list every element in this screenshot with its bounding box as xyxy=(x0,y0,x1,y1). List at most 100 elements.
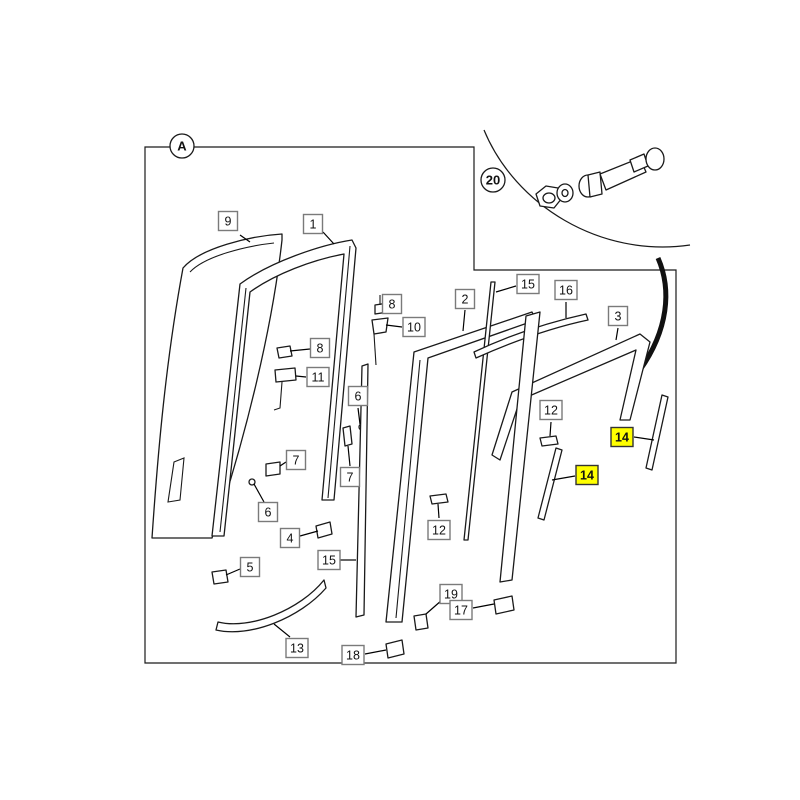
part-clip-7a xyxy=(265,461,281,477)
callout-box xyxy=(302,213,324,235)
callout-box xyxy=(317,549,341,571)
view-label-a: A xyxy=(169,133,195,159)
callout-12: 12 xyxy=(427,503,451,541)
callout-13: 13 xyxy=(273,623,309,659)
leader-line xyxy=(299,530,319,537)
part-seal-15b xyxy=(463,281,496,541)
callout-2: 2 xyxy=(454,288,476,332)
callout-17: 17 xyxy=(449,599,495,621)
callout-box xyxy=(347,385,369,407)
callout-1: 1 xyxy=(302,213,335,245)
callout-box xyxy=(402,316,426,338)
part-5 xyxy=(211,569,229,585)
callout-number: 13 xyxy=(290,642,304,656)
callout-box xyxy=(279,527,301,549)
callout-number: 8 xyxy=(389,298,396,312)
leader-line xyxy=(273,623,291,638)
callout-box xyxy=(306,366,330,388)
callout-box xyxy=(339,466,361,488)
callout-4: 4 xyxy=(279,527,319,549)
leader-line xyxy=(279,461,287,467)
callout-number: 4 xyxy=(287,532,294,546)
callout-box xyxy=(427,519,451,541)
part-rod-11 xyxy=(273,367,297,411)
part-bracket-17 xyxy=(493,595,515,615)
leader-line xyxy=(364,649,387,655)
leader-line xyxy=(289,348,311,352)
callout-15: 15 xyxy=(495,273,540,295)
callout-box xyxy=(539,399,563,421)
part-handle-12b xyxy=(429,493,449,505)
callout-6: 6 xyxy=(253,483,279,523)
callout-box xyxy=(309,337,331,359)
callout-8: 8 xyxy=(381,293,403,315)
part-seal-13 xyxy=(215,579,327,633)
detail-view-20: 20 xyxy=(480,129,691,372)
callout-9: 9 xyxy=(217,210,251,243)
callout-14: 14 xyxy=(610,426,655,448)
bushing xyxy=(578,171,603,198)
leader-line xyxy=(437,503,440,519)
callout-box xyxy=(341,644,365,666)
view-label-text: A xyxy=(177,139,187,154)
callout-number: 10 xyxy=(407,321,421,335)
part-rear-frame-2 xyxy=(385,311,537,623)
washer xyxy=(556,183,574,203)
part-gas-strut-14b xyxy=(537,447,563,521)
callout-8: 8 xyxy=(289,337,331,359)
part-door-frame xyxy=(211,239,357,537)
callout-box xyxy=(381,293,403,315)
callout-7: 7 xyxy=(279,449,307,471)
callout-number: 12 xyxy=(432,524,446,538)
callout-3: 3 xyxy=(607,305,629,341)
callout-18: 18 xyxy=(341,644,387,666)
part-channel xyxy=(499,311,541,583)
callout-number: 9 xyxy=(225,215,232,229)
leader-line xyxy=(295,375,307,378)
callout-number: 18 xyxy=(346,649,360,663)
callout-number: 15 xyxy=(322,554,336,568)
callout-box xyxy=(607,305,629,327)
leader-line xyxy=(495,285,517,293)
bolt xyxy=(599,147,665,191)
callout-11: 11 xyxy=(295,366,330,388)
part-4 xyxy=(315,521,333,539)
callout-number: 7 xyxy=(293,454,300,468)
callout-6: 6 xyxy=(347,385,369,425)
callout-number: 14 xyxy=(615,431,629,445)
callout-box xyxy=(449,599,473,621)
callout-box xyxy=(610,426,634,448)
leader-line xyxy=(551,475,576,481)
part-clip-7b xyxy=(342,425,353,447)
callout-number: 3 xyxy=(615,310,622,324)
part-latch-10 xyxy=(371,317,389,366)
callout-box xyxy=(554,279,578,301)
part-door-glass xyxy=(151,233,283,539)
callout-box xyxy=(516,273,540,295)
callout-number: 5 xyxy=(247,561,254,575)
callout-7: 7 xyxy=(339,445,361,488)
part-gas-strut-14a xyxy=(645,394,669,471)
part-handle-12a xyxy=(539,435,559,447)
leader-line xyxy=(615,327,619,341)
callout-number: 8 xyxy=(317,342,324,356)
callout-number: 17 xyxy=(454,604,468,618)
callout-number: 14 xyxy=(580,469,594,483)
callout-number: 1 xyxy=(310,218,317,232)
leader-line xyxy=(462,309,466,332)
leader-line xyxy=(225,568,241,576)
callout-15: 15 xyxy=(317,549,356,571)
leader-line xyxy=(549,421,552,437)
callout-number: 16 xyxy=(559,284,573,298)
leader-line xyxy=(239,234,251,243)
callout-number: 11 xyxy=(312,371,325,385)
leader-line xyxy=(253,483,265,503)
callout-number: 12 xyxy=(544,404,558,418)
callout-14: 14 xyxy=(551,464,599,486)
leader-line xyxy=(357,407,361,425)
nut xyxy=(535,185,563,209)
part-block-19 xyxy=(413,613,429,631)
callout-number: 7 xyxy=(347,471,354,485)
